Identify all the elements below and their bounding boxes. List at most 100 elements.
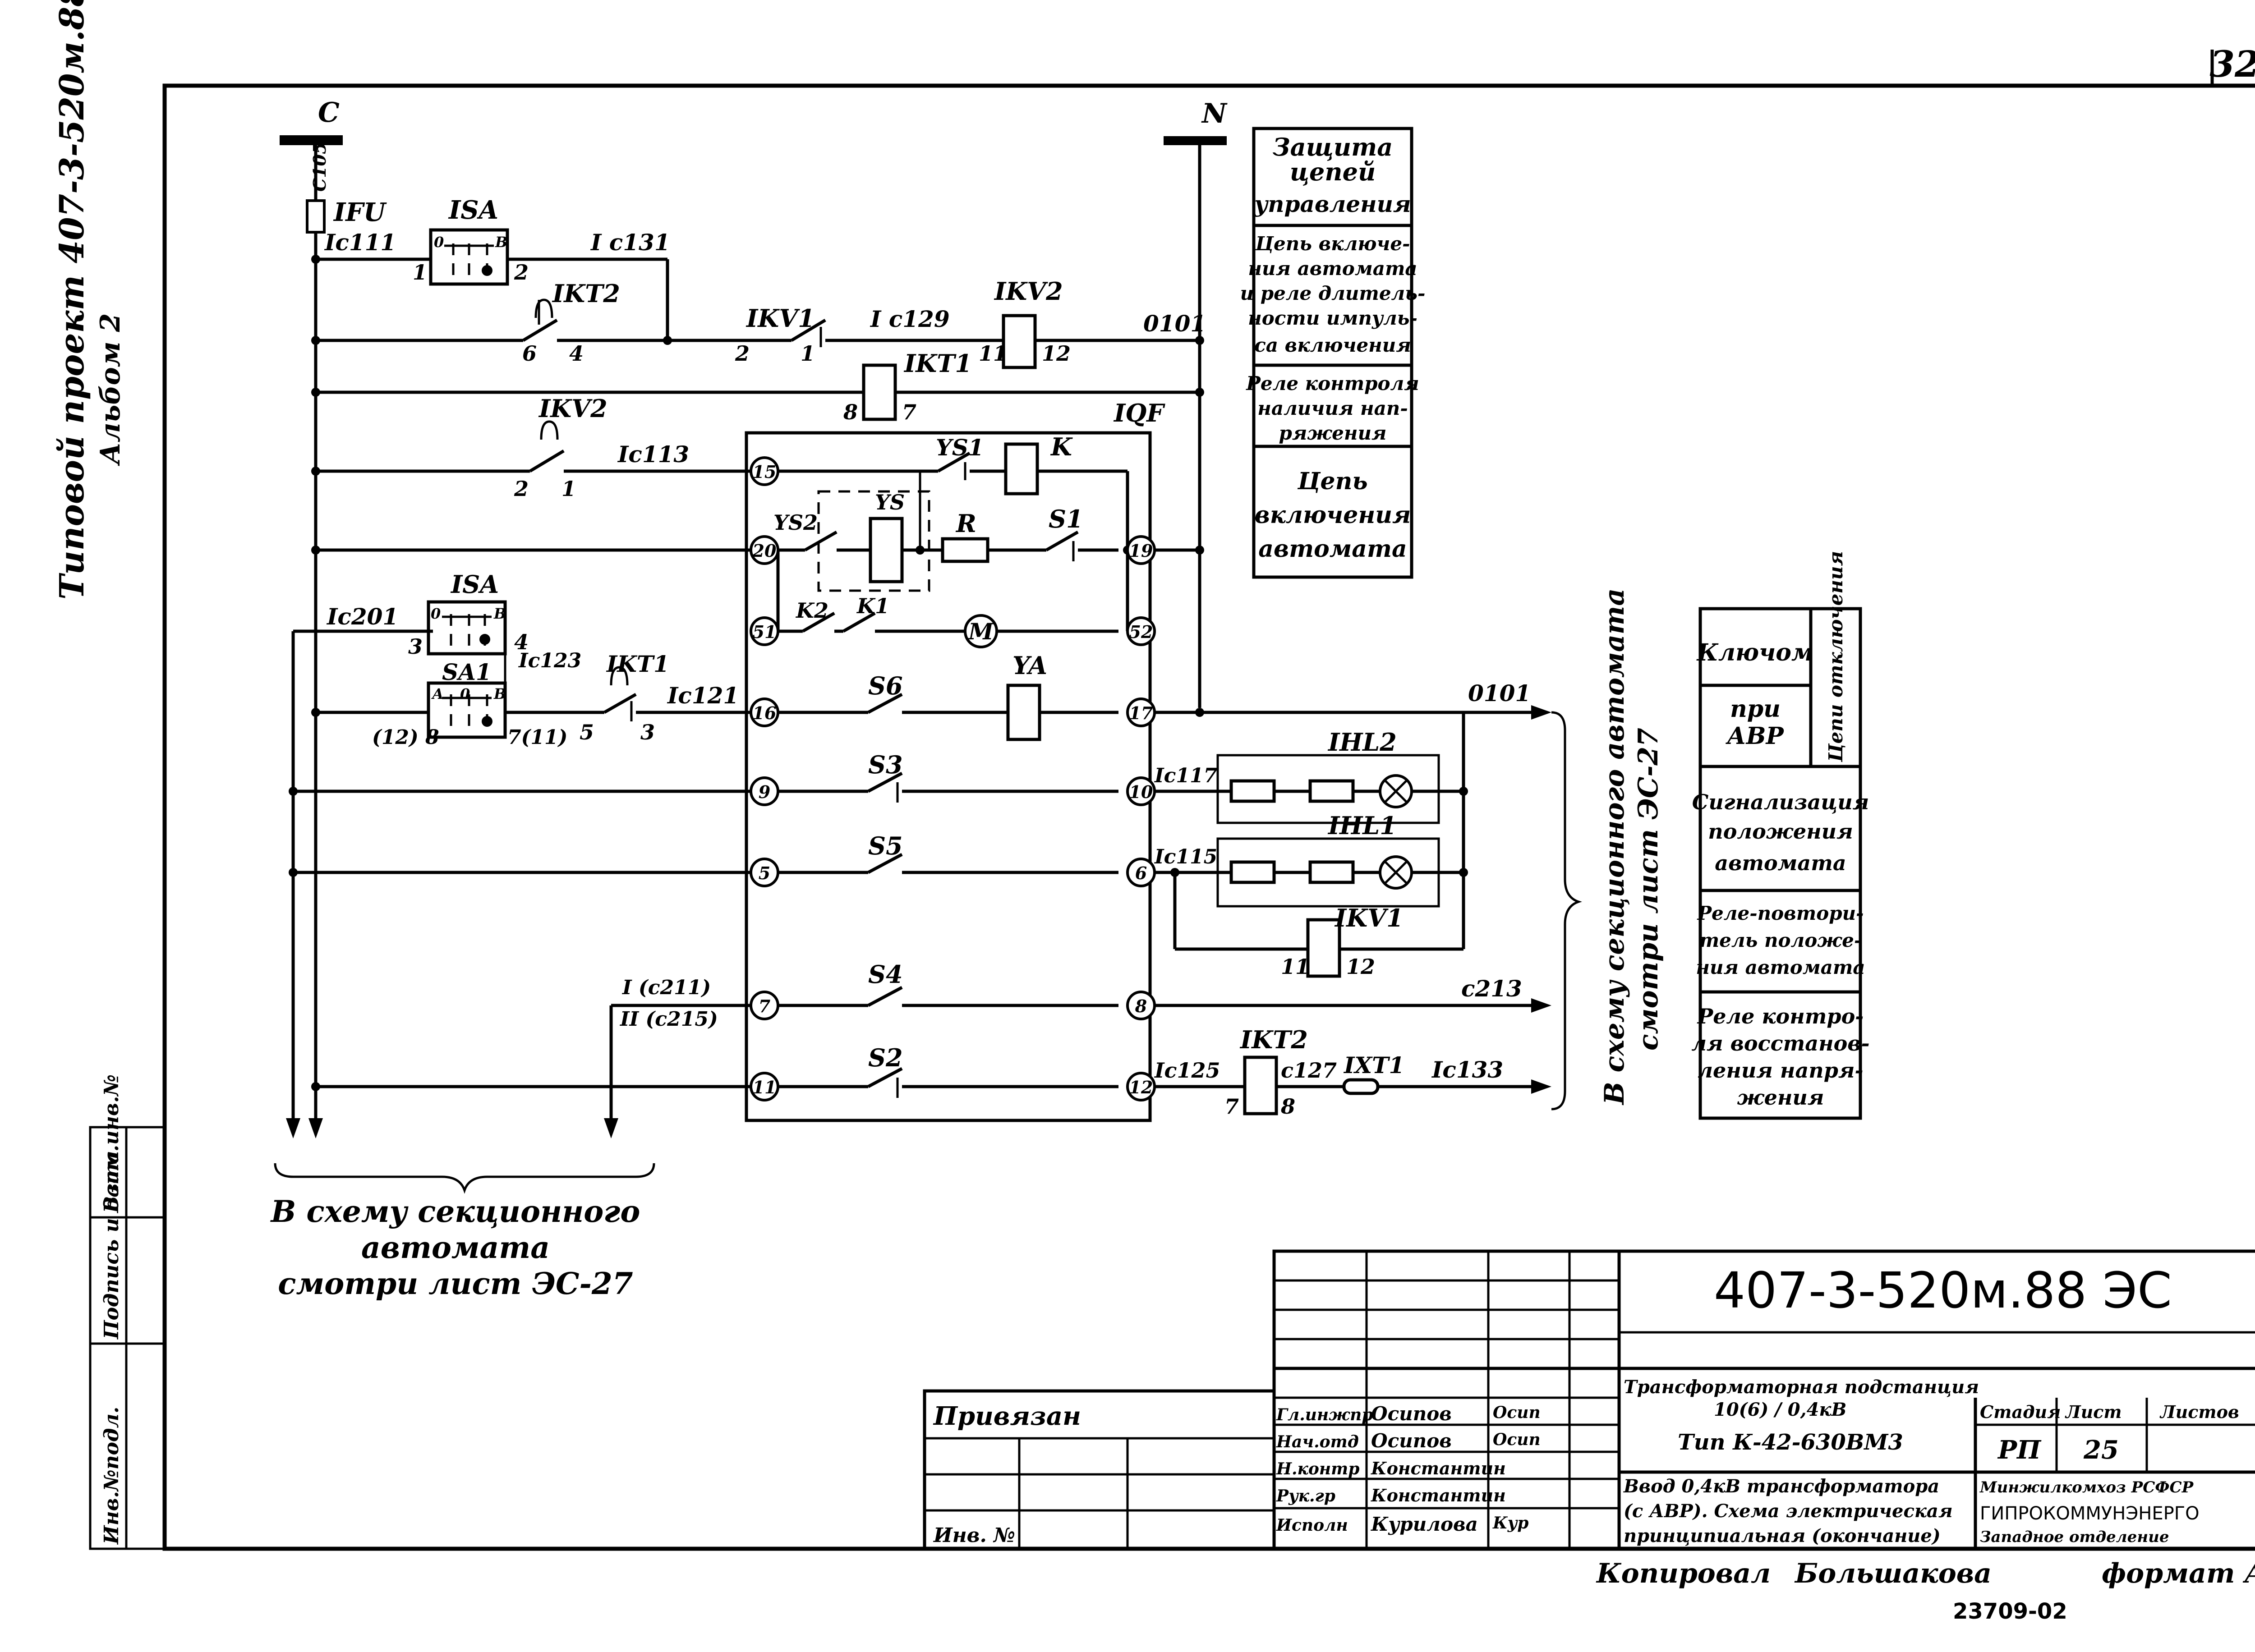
note-bottom-line1: В схему секционного: [270, 1194, 640, 1229]
pin-label: 7: [902, 400, 916, 424]
tb-role: Н.контр: [1276, 1459, 1359, 1478]
pin-label: 1: [413, 260, 427, 285]
pin-label: 12: [1042, 341, 1071, 366]
arrow-down-icon: [308, 1118, 323, 1138]
legend-text: ния автомата: [1696, 956, 1865, 978]
legend-text: включения: [1255, 501, 1411, 529]
stamp-inv: Инв.№подл.: [100, 1407, 123, 1545]
pin-label: В: [495, 234, 507, 251]
wire-label: I с131: [590, 229, 670, 256]
tb-signature: Осип: [1493, 1430, 1541, 1449]
terminal-label: 9: [759, 782, 770, 802]
ikv1-label: IKV1: [746, 304, 815, 333]
tb-sheet: 25: [2083, 1435, 2119, 1465]
wire-label: с213: [1461, 975, 1522, 1002]
coil-ys: [869, 517, 904, 583]
legend-text: тель положе-: [1699, 929, 1862, 951]
note-vertical-line2: смотри лист ЭС-27: [1633, 728, 1664, 1051]
tb-name: Осипов: [1371, 1403, 1452, 1425]
title-block: Привязан Инв. № 407-3-520м.88 ЭС Гл.инжп…: [923, 1249, 2255, 1551]
wire-label: Iс111: [324, 229, 396, 256]
terminal-label: 5: [759, 863, 770, 883]
pin-label: 4: [514, 630, 529, 654]
tb-desc: (с АВР). Схема электрическая: [1624, 1501, 1953, 1522]
margin-note: Типовой проект 407-3-520м.88 Альбом 2: [53, 0, 126, 600]
pin-label: 7(11): [507, 726, 567, 749]
note-bottom-line2: автомата: [361, 1230, 550, 1265]
legend-key: Ключом: [1696, 639, 1814, 666]
tb-stage-hdr: Стадия: [1980, 1402, 2061, 1422]
note-vertical: В схему секционного автомата смотри лист…: [1599, 588, 1664, 1106]
contact-s3: [867, 771, 903, 793]
tb-name: Курилова: [1371, 1513, 1478, 1535]
side-stamp: Инв.№подл. Подпись и дата Взам.инв.№: [89, 1074, 166, 1550]
pin-label: 1: [561, 477, 576, 501]
sheet-frame: 32: [162, 43, 2255, 1551]
pin-label: 3: [408, 634, 423, 659]
wire-label: Iс121: [667, 682, 739, 709]
ikv1-coil-label: IKV1: [1334, 904, 1404, 932]
bus-n-label: N: [1201, 98, 1228, 129]
legend-text: жения: [1737, 1085, 1824, 1110]
pin-label: 3: [640, 720, 655, 744]
iqf-terminals: 15 20 51 16 9 5 7 11 19 52 17 10 6 8 12: [750, 456, 1156, 1101]
tb-privyazan: Привязан: [933, 1401, 1081, 1431]
junction-dots: [289, 255, 1204, 1091]
terminal-label: 6: [1135, 863, 1147, 883]
tb-role: Исполн: [1276, 1516, 1348, 1535]
ys1-label: YS1: [936, 434, 984, 461]
legend-text: автомата: [1715, 851, 1846, 875]
wire-label: Iс125: [1154, 1058, 1220, 1083]
tb-org: Минжилкомхоз РСФСР: [1979, 1478, 2194, 1496]
legend-top: Защита цепей управления Цепь включе- ния…: [1240, 127, 1425, 579]
legend-text: ления напря-: [1698, 1058, 1863, 1083]
coil-ikv2: [1002, 314, 1037, 369]
arrow-right-icon: [1531, 998, 1551, 1013]
fuse-label: IFU: [333, 197, 387, 227]
margin-note-line1: Типовой проект 407-3-520м.88: [53, 0, 92, 600]
s4-label: S4: [868, 960, 903, 989]
legend-right: Ключом при АВР Цепи отключения Сигнализа…: [1691, 551, 1870, 1120]
s6-label: S6: [868, 671, 903, 700]
lamp-ihl2-branch: IHL2 Iс117: [1154, 728, 1463, 824]
legend-text: Реле контро-: [1697, 1004, 1864, 1028]
contact-ikt1: [603, 693, 637, 714]
tb-org: ГИПРОКОММУНЭНЕРГО: [1980, 1503, 2200, 1524]
breaker-iqf: [745, 431, 1152, 1122]
tb-desc: принципиальная (окончание): [1624, 1525, 1941, 1546]
pin-label: 11: [1281, 954, 1310, 979]
terminal-label: 17: [1129, 703, 1153, 723]
terminal-label: 10: [1129, 782, 1153, 802]
legend-text: ния автомата: [1248, 257, 1417, 280]
coil-ikt2: [1243, 1055, 1278, 1115]
contact-s1: [1045, 530, 1079, 552]
pin-label: 5: [580, 720, 594, 744]
legend-text: ряжения: [1279, 422, 1387, 444]
lamp-ihl1-branch: IHL1 Iс115: [1154, 811, 1463, 908]
wire-label: II (с215): [619, 1008, 718, 1031]
bus-n: N: [1164, 98, 1228, 145]
link-ixt1: [1342, 1078, 1380, 1095]
contact-s4: [867, 986, 903, 1007]
wire-label: I (с211): [621, 976, 711, 999]
wire-label: Iс117: [1154, 764, 1218, 787]
m-label: M: [967, 618, 994, 645]
contact-ys2: [804, 530, 838, 552]
wire-label: Iс133: [1431, 1056, 1503, 1083]
pin-label: А: [431, 685, 444, 702]
coil-ikt1: [862, 363, 897, 421]
contact-ikv1: [791, 318, 826, 342]
tb-sheets-hdr: Листов: [2159, 1402, 2239, 1422]
ya-label: YA: [1012, 651, 1047, 680]
ikt2-label: IKT2: [552, 279, 620, 308]
pin-label: 8: [843, 400, 858, 424]
coil-k: [1004, 442, 1039, 496]
legend-text: Цепь включе-: [1255, 233, 1410, 255]
terminal-label: 7: [759, 996, 770, 1016]
note-vertical-line1: В схему секционного автомата: [1599, 588, 1630, 1106]
legend-text: са включения: [1254, 334, 1411, 356]
bus-c: C C105: [280, 97, 343, 192]
tb-desc: Ввод 0,4кВ трансформатора: [1623, 1476, 1939, 1497]
ikt1-coil-label: IKT1: [903, 349, 972, 378]
